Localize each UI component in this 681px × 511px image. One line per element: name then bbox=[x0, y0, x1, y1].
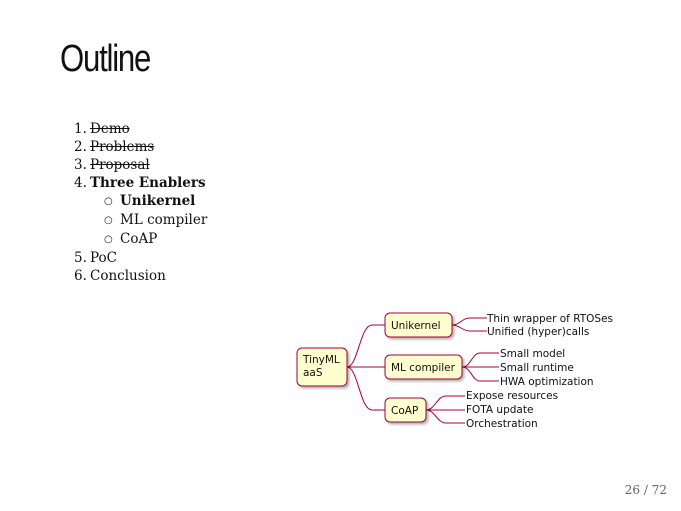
circle-bullet-icon: ○ bbox=[104, 234, 113, 245]
mindmap-leaf: Thin wrapper of RTOSes bbox=[486, 313, 613, 325]
outline-item-label: Demo bbox=[90, 121, 130, 137]
circle-bullet-icon: ○ bbox=[104, 196, 113, 207]
mindmap-root-node: TinyML aaS bbox=[296, 347, 348, 387]
slide-title: Outline bbox=[60, 38, 151, 80]
outline-item-label: Three Enablers bbox=[90, 175, 206, 191]
outline-item-demo: 1.Demo bbox=[74, 121, 130, 137]
page-number: 26 / 72 bbox=[624, 483, 667, 497]
outline-list: 1.Demo 2.Problems 3.Proposal 4.Three Ena… bbox=[74, 120, 207, 285]
outline-subitem-unikernel: ○Unikernel bbox=[104, 193, 196, 209]
svg-text:CoAP: CoAP bbox=[391, 405, 418, 417]
svg-text:TinyML: TinyML bbox=[302, 354, 340, 366]
svg-text:Unikernel: Unikernel bbox=[391, 320, 441, 332]
outline-item-poc: 5.PoC bbox=[74, 250, 117, 266]
mindmap-leaf: Orchestration bbox=[466, 418, 538, 430]
mindmap-leaf: Small model bbox=[500, 348, 565, 360]
mindmap-connectors bbox=[346, 317, 499, 424]
mindmap-leaf: Expose resources bbox=[466, 390, 558, 402]
outline-sublist: ○Unikernel ○ML compiler ○CoAP bbox=[74, 192, 207, 249]
svg-text:aaS: aaS bbox=[303, 367, 323, 379]
outline-item-label: Proposal bbox=[90, 157, 150, 173]
mindmap-node-ml-compiler: ML compiler bbox=[384, 354, 463, 380]
mindmap-leaf: Unified (hyper)calls bbox=[487, 326, 589, 338]
mindmap-diagram: TinyML aaS Unikernel ML compiler CoAP Th… bbox=[296, 312, 613, 430]
outline-item-three-enablers: 4.Three Enablers ○Unikernel ○ML compiler… bbox=[74, 175, 208, 249]
mindmap-leaf: Small runtime bbox=[500, 362, 574, 374]
outline-subitem-coap: ○CoAP bbox=[104, 231, 158, 247]
outline-item-label: Problems bbox=[90, 139, 155, 155]
circle-bullet-icon: ○ bbox=[104, 215, 113, 226]
mindmap-node-coap: CoAP bbox=[384, 397, 427, 423]
svg-text:ML compiler: ML compiler bbox=[391, 362, 456, 374]
mindmap-leaf: FOTA update bbox=[466, 404, 533, 416]
outline-item-proposal: 3.Proposal bbox=[74, 157, 150, 173]
mindmap-leaf: HWA optimization bbox=[500, 376, 594, 388]
outline-subitem-ml-compiler: ○ML compiler bbox=[104, 212, 208, 228]
outline-item-problems: 2.Problems bbox=[74, 139, 155, 155]
mindmap-node-unikernel: Unikernel bbox=[384, 312, 453, 338]
outline-item-conclusion: 6.Conclusion bbox=[74, 268, 166, 284]
